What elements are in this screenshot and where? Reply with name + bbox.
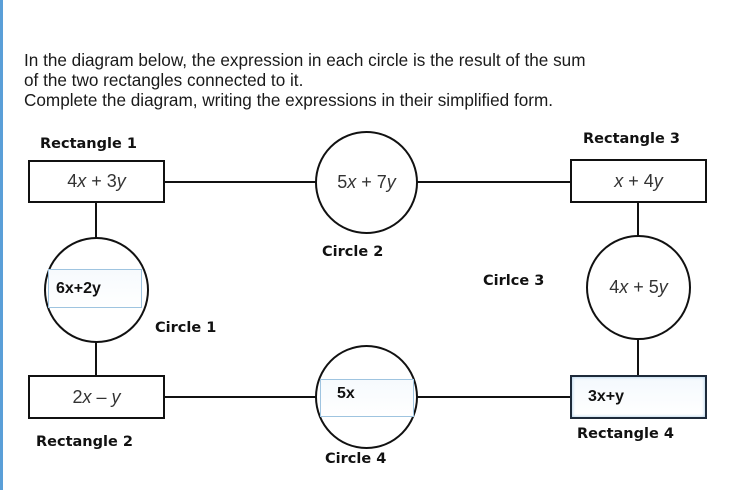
rectangle-2-label: Rectangle 2 [36,434,133,450]
rectangle-2: 2x – y [28,375,165,419]
rectangle-1-label: Rectangle 1 [40,136,137,152]
circle-2: 5x + 7y [315,131,418,234]
instructions: In the diagram below, the expression in … [24,50,710,110]
circle-1-label: Circle 1 [155,320,217,336]
circle-3-label: Cirlce 3 [483,273,545,289]
circle-1-input[interactable]: 6x+2y [48,269,142,308]
circle-4-input[interactable]: 5x [320,379,414,417]
rectangle-3: x + 4y [570,159,707,203]
rectangle-3-value: x + 4y [614,170,663,191]
circle-3-value: 4x + 5y [609,277,668,297]
circle-3: 4x + 5y [586,235,691,340]
instructions-line-2: of the two rectangles connected to it. [24,70,304,90]
rectangle-3-label: Rectangle 3 [583,131,680,147]
rectangle-2-value: 2x – y [72,386,121,407]
circle-2-value: 5x + 7y [337,172,396,192]
rectangle-4-input[interactable]: 3x+y [570,375,707,419]
rectangle-1: 4x + 3y [28,160,165,203]
circle-4-label: Circle 4 [325,451,387,467]
circle-2-label: Circle 2 [322,244,384,260]
instructions-line-3: Complete the diagram, writing the expres… [24,90,554,110]
rectangle-1-value: 4x + 3y [67,171,126,191]
left-accent-bar [0,0,3,490]
rectangle-4-label: Rectangle 4 [577,426,674,442]
instructions-line-1: In the diagram below, the expression in … [24,50,586,70]
